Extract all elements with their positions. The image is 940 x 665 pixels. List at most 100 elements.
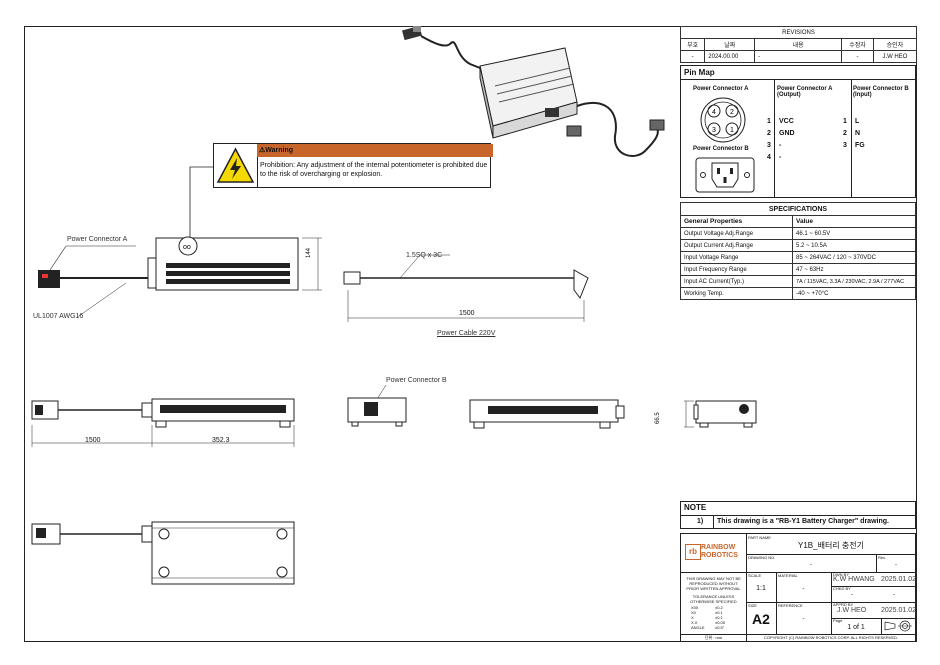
spec-value: 85 ~ 264VAC / 120 ~ 370VDC [792, 251, 916, 264]
checked-date: - [893, 592, 895, 598]
title-block: rb RAINBOW ROBOTICS PART NAME Y1B_배터리 충전… [680, 533, 916, 642]
approved-by-label: APPRD BY [833, 602, 854, 607]
svg-text:3: 3 [712, 127, 716, 134]
page-label: Page [833, 618, 843, 623]
cable-sq-label: 1.5SQ x 3C [406, 252, 443, 259]
part-name: Y1B_배터리 충전기 [798, 541, 864, 550]
spec-property: Output Current Adj.Range [680, 239, 793, 252]
pin-map-title: Pin Map [684, 68, 715, 77]
reference-label: REFERENCE [778, 603, 803, 608]
pin-row: 3- [767, 142, 782, 149]
spec-title: SPECIFICATIONS [680, 202, 916, 216]
tolerance-title: TOLERANCE UNLESS OTHERWISE SPECIFIED [690, 594, 737, 604]
disclaimer-text: THIS DRAWING MAY NOT BE REPRODUCED WITHO… [686, 576, 741, 591]
scale-value: 1:1 [756, 585, 766, 592]
unit-label: 단위 : mm [681, 634, 746, 641]
drawn-by-label: DWN BY [833, 572, 849, 577]
power-connector-a-label: Power Connector A [67, 236, 128, 243]
rb-logo-icon: rb [685, 544, 701, 560]
warning-box: ⚠Warning Prohibition: Any adjustment of … [213, 143, 493, 188]
cable-spec-label: UL1007 AWG16 [33, 313, 84, 320]
connector-a-title: Power Connector A [693, 86, 749, 92]
revisions-title: REVISIONS [680, 26, 917, 39]
rev-header: 날짜 [704, 38, 756, 51]
spec-value: 5.2 ~ 10.5A [792, 239, 916, 252]
col-a-header: Power Connector A (Output) [777, 86, 833, 98]
charger-rear-view [469, 399, 625, 429]
spec-property: Input Frequency Range [680, 263, 793, 276]
svg-text:oo: oo [183, 244, 191, 251]
svg-text:4: 4 [712, 109, 716, 116]
note-text: This drawing is a "RB-Y1 Battery Charger… [717, 518, 889, 525]
note-number: 1) [697, 518, 704, 525]
spec-property: Output Voltage Adj.Range [680, 227, 793, 240]
drawing-sheet [24, 26, 917, 642]
connector-a-pinout-icon: 4 2 3 1 [700, 97, 746, 143]
material-label: MATERIAL [778, 573, 798, 578]
high-voltage-warning-icon [216, 147, 255, 183]
spec-header: General Properties [680, 215, 793, 228]
drawn-date: 2025.01.02 [881, 576, 917, 583]
rev-header: 승인자 [872, 38, 918, 51]
rev-cell: - [754, 50, 843, 63]
spec-value: 7A / 115VAC, 3.3A / 230VAC, 2.9A / 277VA… [792, 275, 916, 288]
rev-cell: 2024.00.00 [704, 50, 756, 63]
warning-leader-line [189, 166, 214, 238]
revisions-table: REVISIONS 부호 날짜 내용 수정자 승인자 - 2024.00.00 … [679, 26, 918, 63]
charger-top-view: oo [38, 236, 322, 319]
charger-end-view-2 [684, 400, 757, 428]
dim-1500-cable: 1500 [459, 310, 475, 317]
tolerance-list: X00±0.2 X0±0.1 X±0.1 X.X±0.05 ANGLE±0.5° [691, 605, 725, 630]
checked-by-label: CHKD BY [833, 586, 851, 591]
rev-cell: J.W HEO [872, 50, 918, 63]
size-value: A2 [752, 611, 770, 627]
svg-text:2: 2 [730, 109, 734, 116]
company-logo-text: RAINBOW ROBOTICS [701, 544, 738, 559]
dim-144: 144 [306, 247, 312, 258]
dim-665: 66.5 [655, 412, 661, 424]
pin-map-panel: Pin Map Power Connector A 4 2 3 1 Power … [680, 65, 916, 198]
warning-text: Prohibition: Any adjustment of the inter… [260, 162, 488, 178]
drawing-no: - [810, 562, 812, 568]
approved-by: J.W HEO [837, 607, 867, 614]
charger-end-view [347, 384, 407, 427]
projection-symbol-icon [884, 620, 912, 632]
warning-title: ⚠Warning [257, 144, 493, 157]
size-label: SIZE [748, 603, 757, 608]
checked-by: - [851, 592, 853, 598]
specifications-table: SPECIFICATIONS General Properties Value … [680, 202, 916, 300]
dim-352: 352.3 [212, 437, 230, 444]
rev-header: 내용 [754, 38, 843, 51]
spec-property: Working Temp. [680, 287, 793, 300]
drawing-no-label: DRAWING NO. [748, 555, 776, 560]
rev-header: 부호 [679, 38, 706, 51]
charger-isometric-view [402, 26, 665, 157]
rev-label: Rev. [878, 555, 886, 560]
scale-label: SCALE [748, 573, 762, 578]
connector-b-pinout-icon [695, 157, 755, 193]
power-cable-view [343, 254, 589, 322]
power-cable-label: Power Cable 220V [437, 330, 496, 337]
note-title: NOTE [684, 503, 707, 512]
part-name-label: PART NAME [748, 535, 771, 540]
note-panel: NOTE 1) This drawing is a "RB-Y1 Battery… [680, 501, 916, 529]
drawn-by: K.W HWANG [833, 576, 875, 583]
reference-value: - [802, 616, 805, 622]
spec-value: 46.1 ~ 60.5V [792, 227, 916, 240]
spec-property: Input Voltage Range [680, 251, 793, 264]
page-value: 1 of 1 [847, 624, 865, 631]
rev-cell: - [841, 50, 874, 63]
connector-b-title: Power Connector B [693, 146, 749, 152]
spec-value: -40 ~ +70°C [792, 287, 916, 300]
spec-header: Value [792, 215, 916, 228]
rev-header: 수정자 [841, 38, 874, 51]
rev-value: - [895, 562, 897, 568]
spec-property: Input AC Current(Typ.) [680, 275, 793, 288]
approved-date: 2025.01.02 [881, 607, 917, 614]
